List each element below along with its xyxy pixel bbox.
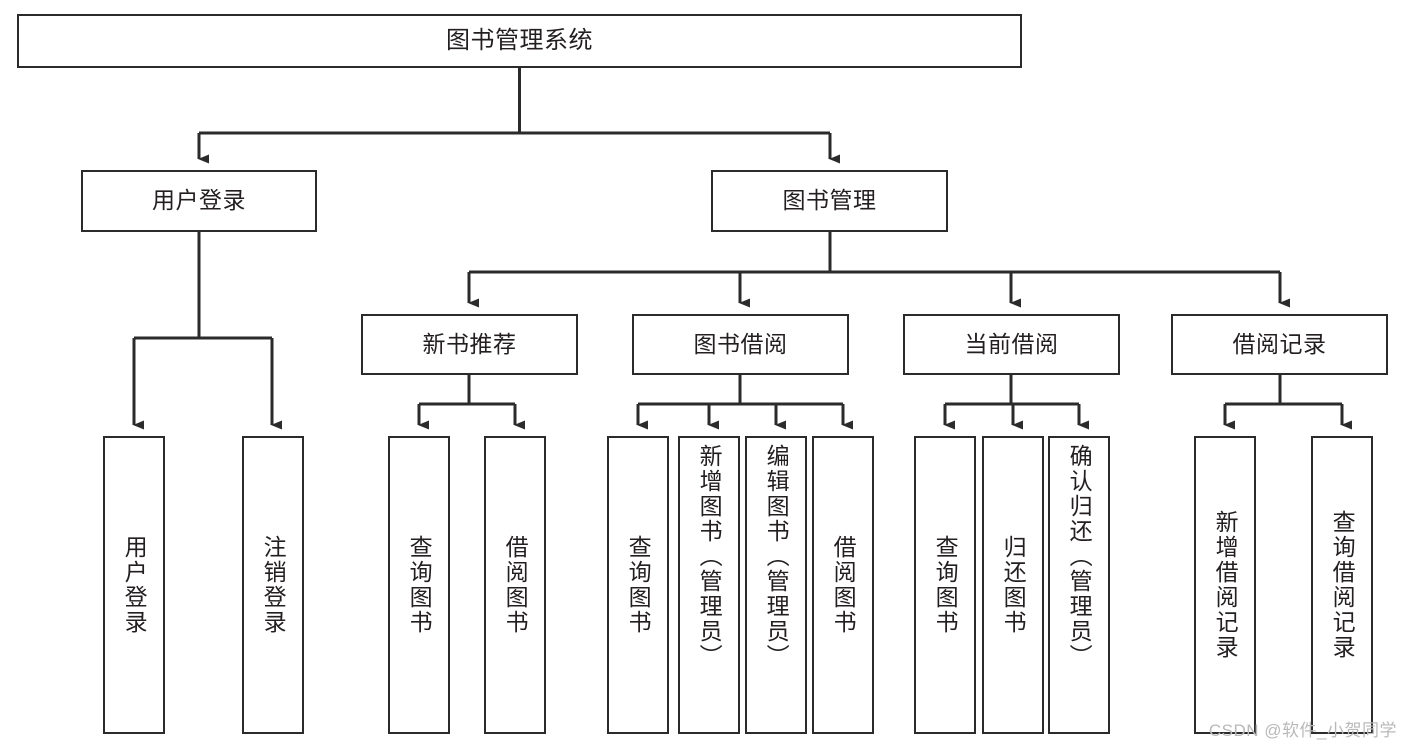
leaf-query-book-current-label: 查询图书 (932, 535, 959, 635)
node-book-borrow[interactable]: 图书借阅 (632, 314, 849, 375)
node-book-manage[interactable]: 图书管理 (711, 170, 948, 232)
leaf-add-book-label: 新增图书（管理员） (696, 444, 723, 669)
leaf-borrow-book-label: 借阅图书 (830, 535, 857, 635)
leaf-query-borrow-record-label: 查询借阅记录 (1329, 510, 1356, 660)
leaf-user-login-label: 用户登录 (121, 535, 148, 635)
node-new-book-recommend-label: 新书推荐 (422, 330, 517, 357)
node-user-login[interactable]: 用户登录 (81, 170, 317, 232)
leaf-edit-book[interactable]: 编辑图书（管理员） (745, 436, 807, 734)
leaf-borrow-book-recommend-label: 借阅图书 (502, 535, 529, 635)
leaf-borrow-book-recommend[interactable]: 借阅图书 (484, 436, 546, 734)
node-book-manage-label: 图书管理 (782, 187, 877, 214)
node-root[interactable]: 图书管理系统 (17, 14, 1022, 68)
node-new-book-recommend[interactable]: 新书推荐 (361, 314, 578, 375)
leaf-query-book-borrow[interactable]: 查询图书 (607, 436, 669, 734)
leaf-logout-login[interactable]: 注销登录 (242, 436, 304, 734)
node-borrow-record[interactable]: 借阅记录 (1171, 314, 1388, 375)
csdn-watermark: CSDN @软件_小贺同学 (1208, 721, 1397, 740)
leaf-query-book-recommend[interactable]: 查询图书 (388, 436, 450, 734)
node-user-login-label: 用户登录 (152, 187, 246, 214)
leaf-add-borrow-record-label: 新增借阅记录 (1212, 510, 1239, 660)
node-current-borrow-label: 当前借阅 (964, 330, 1059, 357)
leaf-edit-book-label: 编辑图书（管理员） (763, 444, 790, 669)
leaf-return-book-label: 归还图书 (1000, 535, 1027, 635)
leaf-add-book[interactable]: 新增图书（管理员） (678, 436, 740, 734)
leaf-query-book-recommend-label: 查询图书 (406, 535, 433, 635)
node-borrow-record-label: 借阅记录 (1232, 330, 1327, 357)
leaf-query-borrow-record[interactable]: 查询借阅记录 (1311, 436, 1373, 734)
leaf-borrow-book[interactable]: 借阅图书 (812, 436, 874, 734)
leaf-query-book-current[interactable]: 查询图书 (914, 436, 976, 734)
leaf-confirm-return-label: 确认归还（管理员） (1066, 444, 1093, 669)
leaf-confirm-return[interactable]: 确认归还（管理员） (1048, 436, 1110, 734)
leaf-logout-login-label: 注销登录 (260, 535, 287, 635)
node-current-borrow[interactable]: 当前借阅 (903, 314, 1120, 375)
node-root-label: 图书管理系统 (446, 26, 593, 54)
leaf-return-book[interactable]: 归还图书 (982, 436, 1044, 734)
leaf-user-login[interactable]: 用户登录 (103, 436, 165, 734)
node-book-borrow-label: 图书借阅 (693, 330, 788, 357)
leaf-add-borrow-record[interactable]: 新增借阅记录 (1194, 436, 1256, 734)
leaf-query-book-borrow-label: 查询图书 (625, 535, 652, 635)
